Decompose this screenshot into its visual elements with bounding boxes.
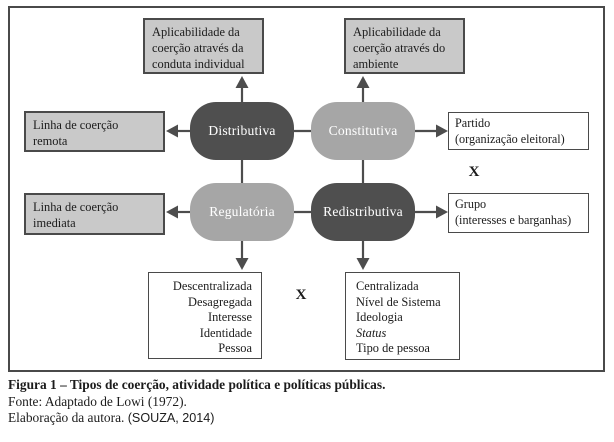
box-line: (organização eleitoral) — [455, 132, 565, 146]
box-line: Grupo — [455, 197, 487, 211]
box-line: Ideologia — [356, 310, 403, 324]
box-line: Partido — [455, 116, 491, 130]
arrow-redistributiva-down — [356, 241, 370, 270]
arrow-constitutiva-right — [415, 124, 448, 138]
figure-caption: Figura 1 – Tipos de coerção, atividade p… — [8, 377, 608, 427]
box-coercion-individual-conduct: Aplicabilidade da coerção através da con… — [143, 18, 264, 74]
arrow-constitutiva-up — [356, 76, 370, 102]
box-line: Nível de Sistema — [356, 294, 441, 309]
box-line: Pessoa — [218, 341, 252, 355]
box-party: Partido (organização eleitoral) — [448, 112, 589, 150]
box-line: Interesse — [207, 310, 252, 324]
caption-citation: (SOUZA, 2014) — [127, 411, 215, 425]
box-line: Centralizada — [356, 279, 419, 293]
node-label: Redistributiva — [323, 204, 403, 219]
node-constitutiva: Constitutiva — [311, 102, 415, 160]
box-line: Linha de coerção — [33, 118, 119, 132]
box-remote-coercion-line: Linha de coerção remota — [24, 111, 165, 152]
arrow-regulatoria-left — [166, 205, 190, 219]
arrow-redistributiva-right — [415, 205, 448, 219]
box-centralized-traits: Centralizada Nível de Sistema Ideologia … — [345, 272, 460, 360]
box-coercion-environment: Aplicabilidade da coerção através do amb… — [344, 18, 465, 74]
box-line: Identidade — [199, 325, 252, 340]
x-separator-right: X — [468, 164, 480, 180]
arrow-distributiva-left — [166, 124, 190, 138]
node-label: Constitutiva — [328, 123, 398, 138]
box-line: imediata — [33, 216, 76, 230]
node-label: Distributiva — [208, 123, 276, 138]
x-separator-bottom: X — [295, 287, 307, 303]
caption-source: Fonte: Adaptado de Lowi (1972). — [8, 393, 187, 409]
box-immediate-coercion-line: Linha de coerção imediata — [24, 193, 165, 235]
arrow-regulatoria-down — [235, 241, 249, 270]
box-line: Aplicabilidade da — [152, 25, 240, 39]
box-line: Descentralizada — [172, 279, 252, 293]
box-line: Aplicabilidade da — [353, 25, 441, 39]
caption-elaboration: Elaboração da autora. — [8, 410, 125, 425]
box-line: conduta individual — [152, 57, 245, 71]
diagram-frame — [8, 6, 605, 372]
box-decentralized-traits: Descentralizada Desagregada Interesse Id… — [148, 272, 262, 359]
node-label: Regulatória — [209, 204, 275, 219]
box-line: (interesses e barganhas) — [455, 213, 572, 227]
box-line: Desagregada — [188, 294, 252, 309]
box-line: Tipo de pessoa — [356, 341, 430, 355]
caption-elaboration-line: Elaboração da autora. (SOUZA, 2014) — [8, 410, 608, 427]
node-redistributiva: Redistributiva — [311, 183, 415, 241]
caption-title: Figura 1 – Tipos de coerção, atividade p… — [8, 377, 386, 392]
box-line: remota — [33, 134, 68, 148]
arrow-distributiva-up — [235, 76, 249, 102]
box-line: coerção através do — [353, 41, 446, 55]
box-line: Linha de coerção — [33, 200, 119, 214]
node-regulatoria: Regulatória — [190, 183, 294, 241]
box-group: Grupo (interesses e barganhas) — [448, 193, 589, 233]
box-line: coerção através da — [152, 41, 244, 55]
box-line: ambiente — [353, 57, 399, 71]
box-line: Status — [356, 325, 387, 340]
node-distributiva: Distributiva — [190, 102, 294, 160]
